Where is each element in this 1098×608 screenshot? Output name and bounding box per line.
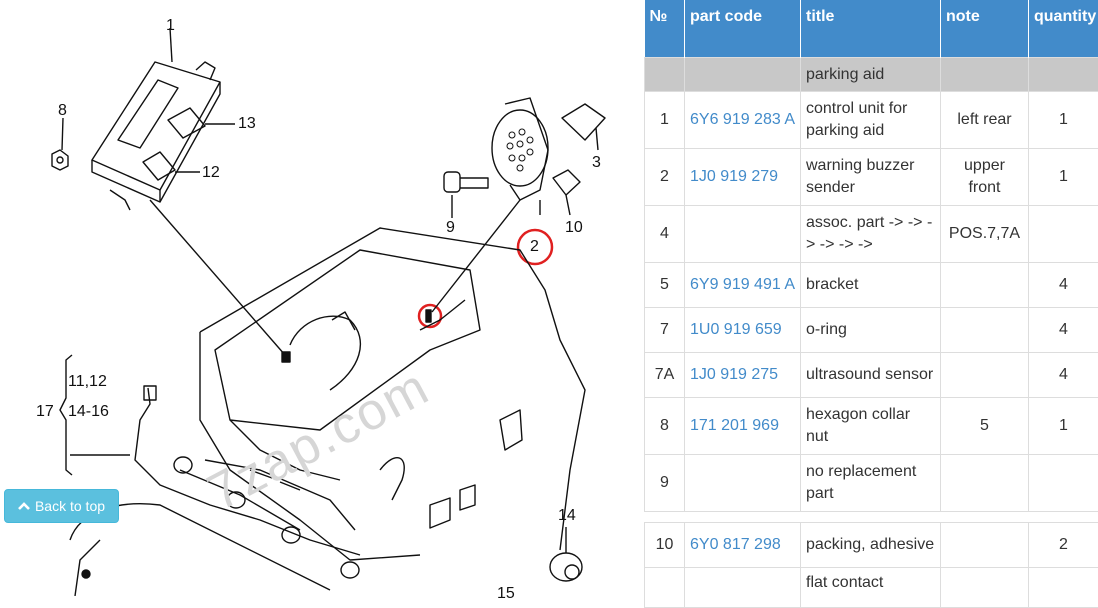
callout-14: 14 [558,508,576,524]
callout-3: 3 [592,155,601,171]
table-row: 9 no replacement part [645,455,1098,512]
table-spacer [645,512,1098,523]
callout-14-16: 14-16 [68,404,109,420]
table-header-row: № part code title note quantity [645,0,1098,58]
table-row: 5 6Y9 919 491 A bracket 4 [645,263,1098,308]
callout-2: 2 [530,239,539,255]
table-row: 1 6Y6 919 283 A control unit for parking… [645,92,1098,149]
callout-11-12: 11,12 [68,374,107,390]
callout-17: 17 [36,404,54,420]
table-row: 7A 1J0 919 275 ultrasound sensor 4 [645,353,1098,398]
header-quantity: quantity [1029,0,1098,58]
callout-1: 1 [166,18,175,34]
group-row: parking aid [645,58,1098,92]
callout-8: 8 [58,103,67,119]
table-row: 2 1J0 919 279 warning buzzer sender uppe… [645,149,1098,206]
callout-15: 15 [497,586,515,602]
part-code-link[interactable]: 6Y6 919 283 A [685,92,801,149]
header-num: № [645,0,685,58]
callout-9: 9 [446,220,455,236]
header-title: title [801,0,941,58]
chevron-up-icon [18,501,30,511]
callout-10: 10 [565,220,583,236]
group-title: parking aid [801,58,941,92]
part-code-link[interactable]: 1J0 919 275 [685,353,801,398]
part-code-link[interactable]: 1J0 919 279 [685,149,801,206]
table-row: flat contact [645,568,1098,608]
part-code-link[interactable]: 6Y9 919 491 A [685,263,801,308]
parts-table: № part code title note quantity parking … [644,0,1098,608]
table-row: 4 assoc. part -> -> -> -> -> -> POS.7,7A [645,206,1098,263]
table-row: 10 6Y0 817 298 packing, adhesive 2 [645,523,1098,568]
callout-13: 13 [238,116,256,132]
table-row: 7 1U0 919 659 o-ring 4 [645,308,1098,353]
part-code-link[interactable]: 6Y0 817 298 [685,523,801,568]
part-code-link[interactable]: 1U0 919 659 [685,308,801,353]
last-row-title: flat contact [801,568,941,608]
table-row: 8 171 201 969 hexagon collar nut 5 1 [645,398,1098,455]
callout-12: 12 [202,165,220,181]
part-code-link[interactable]: 171 201 969 [685,398,801,455]
back-to-top-button[interactable]: Back to top [4,489,119,523]
header-part-code: part code [685,0,801,58]
back-to-top-label: Back to top [35,498,105,514]
header-note: note [941,0,1029,58]
